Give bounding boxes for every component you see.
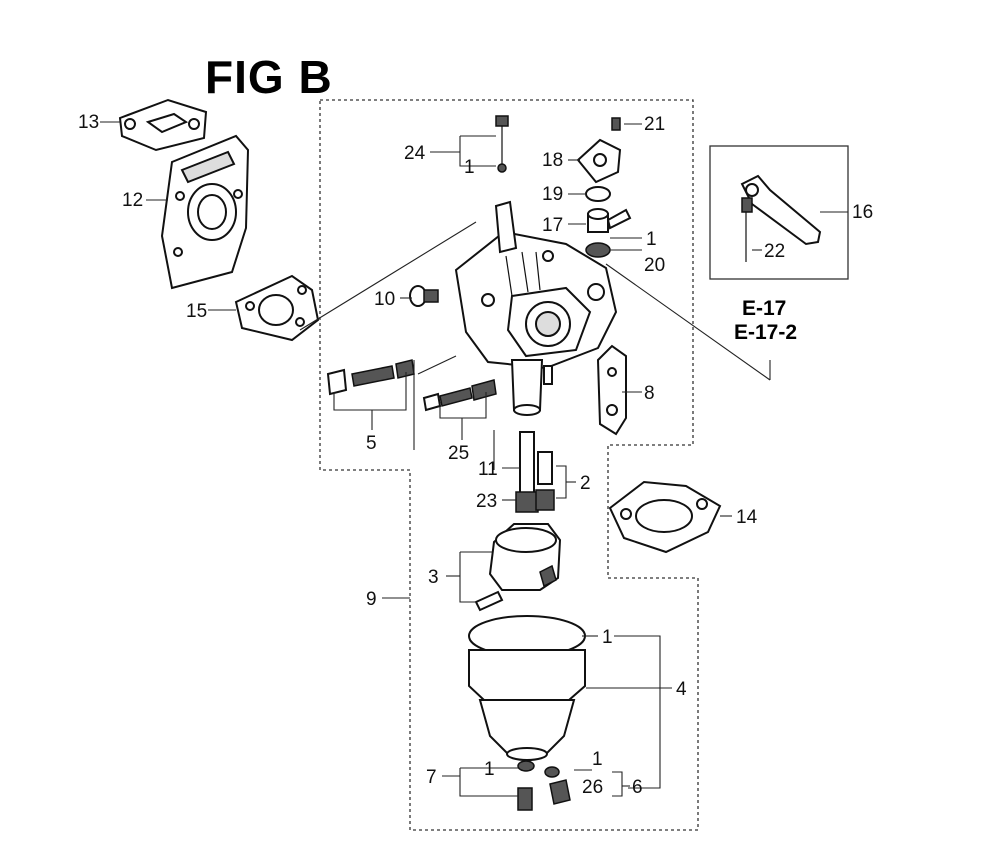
gasket-15-drawing xyxy=(234,274,320,342)
callout-19[interactable]: 19 xyxy=(542,184,564,205)
callout-20[interactable]: 20 xyxy=(644,255,666,276)
callout-3[interactable]: 3 xyxy=(428,567,439,588)
screw-5-drawing xyxy=(326,359,415,396)
washer-19-drawing xyxy=(585,186,611,202)
float-bowl-4-drawing xyxy=(468,615,586,761)
screw-24-drawing xyxy=(495,115,509,173)
callout-26[interactable]: 26 xyxy=(582,777,604,798)
callout-15[interactable]: 15 xyxy=(186,301,208,322)
callout-11[interactable]: 11 xyxy=(478,459,498,480)
spring-2-drawing xyxy=(535,489,555,511)
callout-23[interactable]: 23 xyxy=(476,491,498,512)
valve-17-drawing xyxy=(587,208,632,233)
callout-7[interactable]: 7 xyxy=(426,767,437,788)
leader-lines xyxy=(100,121,848,797)
assembly-boundary xyxy=(319,99,699,831)
callout-14[interactable]: 14 xyxy=(736,507,758,528)
nozzle-2-drawing xyxy=(537,451,553,485)
reference-e17-2[interactable]: E-17-2 xyxy=(734,321,798,344)
gasket-13-drawing xyxy=(118,98,208,152)
lever-16-drawing xyxy=(740,174,822,262)
drain-screw-7-drawing xyxy=(517,760,535,811)
callout-9[interactable]: 9 xyxy=(366,589,377,610)
callout-18[interactable]: 18 xyxy=(542,150,564,171)
callout-2[interactable]: 2 xyxy=(580,473,591,494)
float-3-drawing xyxy=(474,523,562,612)
callout-17[interactable]: 17 xyxy=(542,215,564,236)
reference-e17[interactable]: E-17 xyxy=(742,297,787,320)
callout-4[interactable]: 4 xyxy=(676,679,687,700)
screw-10-drawing xyxy=(409,285,439,307)
figure-title: FIG B xyxy=(205,51,333,103)
ring-20-drawing xyxy=(585,242,611,258)
carburetor-body-drawing xyxy=(454,200,618,416)
callout-25[interactable]: 25 xyxy=(448,443,470,464)
callout-8[interactable]: 8 xyxy=(644,383,655,404)
callout-13[interactable]: 13 xyxy=(78,112,100,133)
bracket-12-drawing xyxy=(160,134,250,290)
callout-5[interactable]: 5 xyxy=(366,433,377,454)
callout-1-upper-right[interactable]: 1 xyxy=(646,229,657,250)
callout-22[interactable]: 22 xyxy=(764,241,786,262)
callout-6[interactable]: 6 xyxy=(632,777,643,798)
gasket-14-drawing xyxy=(608,480,722,554)
callout-1-drain-left[interactable]: 1 xyxy=(484,759,495,780)
drain-screw-26-drawing xyxy=(544,766,571,805)
callout-1-top[interactable]: 1 xyxy=(464,157,475,178)
spring-23-drawing xyxy=(515,491,539,513)
screw-25-drawing xyxy=(422,379,497,412)
callout-1-bowl[interactable]: 1 xyxy=(602,627,613,648)
callout-1-drain-right[interactable]: 1 xyxy=(592,749,603,770)
plate-8-drawing xyxy=(596,344,627,436)
jet-11-drawing xyxy=(519,431,535,497)
cover-18-drawing xyxy=(576,117,622,184)
callout-16[interactable]: 16 xyxy=(852,202,874,223)
callout-12[interactable]: 12 xyxy=(122,190,144,211)
callout-10[interactable]: 10 xyxy=(374,289,396,310)
callout-24[interactable]: 24 xyxy=(404,143,426,164)
callout-21[interactable]: 21 xyxy=(644,114,666,135)
